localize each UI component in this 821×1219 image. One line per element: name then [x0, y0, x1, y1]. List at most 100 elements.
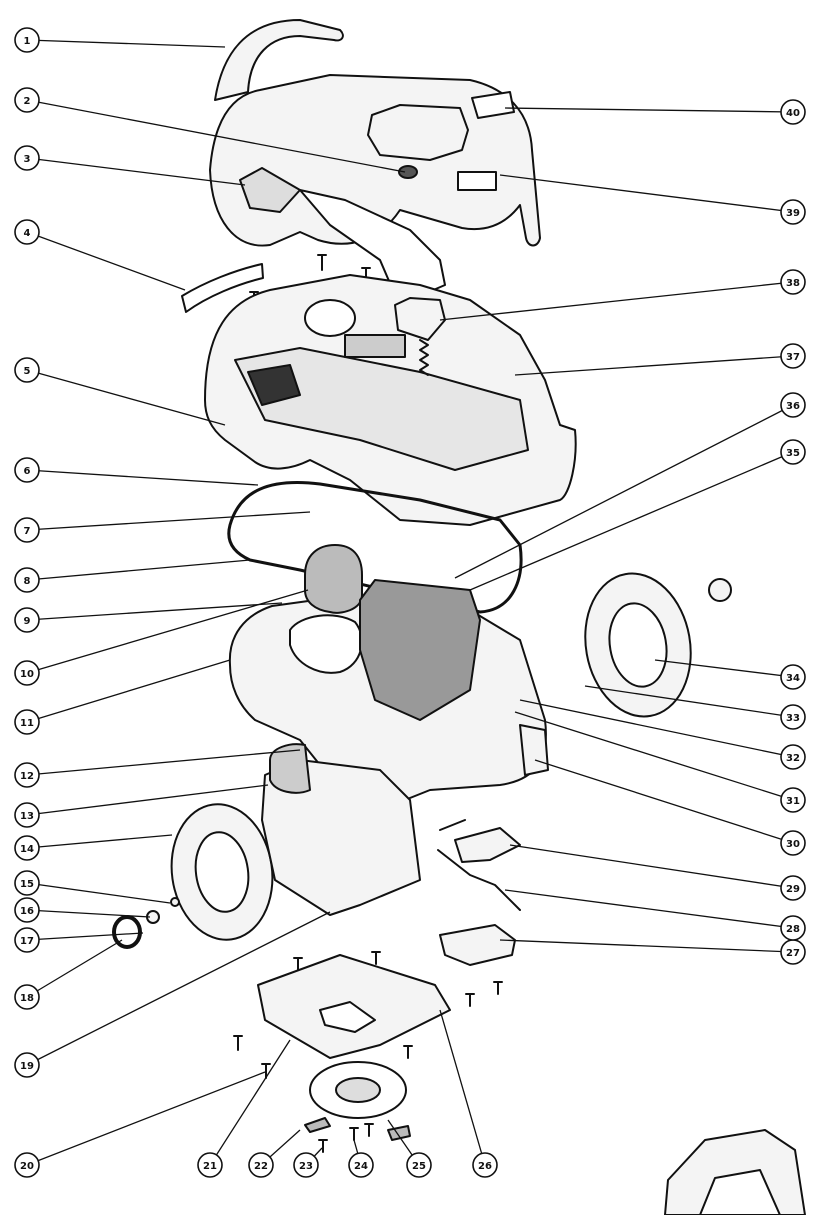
callout-number: 40: [786, 108, 800, 119]
leader-line: [504, 889, 794, 929]
callout-11: 11: [14, 709, 40, 735]
callout-number: 26: [478, 1161, 492, 1172]
callout-number: 32: [786, 753, 800, 764]
callout-number: 38: [786, 278, 800, 289]
callout-27: 27: [780, 939, 806, 965]
part-washer: [170, 897, 180, 907]
leader-line: [504, 107, 794, 113]
part-screw: [293, 957, 303, 971]
callout-number: 21: [203, 1161, 217, 1172]
callout-number: 9: [24, 616, 31, 627]
callout-circle: [14, 709, 40, 735]
part-blade: [387, 1125, 411, 1141]
leader-line: [469, 451, 794, 591]
leader-line: [519, 699, 794, 758]
callout-circle: [780, 269, 806, 295]
part-switch-spring: [419, 339, 429, 376]
callout-3: 3: [14, 145, 40, 171]
leader-line: [26, 231, 186, 291]
leader-line: [26, 602, 283, 621]
callout-21: 21: [197, 1152, 223, 1178]
callout-28: 28: [780, 915, 806, 941]
callout-number: 2: [24, 96, 31, 107]
callout-37: 37: [780, 343, 806, 369]
callout-circle: [14, 762, 40, 788]
callout-6: 6: [14, 457, 40, 483]
callout-circle: [14, 984, 40, 1010]
callout-36: 36: [780, 392, 806, 418]
part-screw: [403, 1045, 413, 1059]
callout-circle: [248, 1152, 274, 1178]
part-label-40: [471, 91, 515, 119]
leader-line: [26, 39, 226, 48]
part-seal-ring: [112, 915, 142, 949]
callout-number: 33: [786, 713, 800, 724]
callout-number: 30: [786, 839, 800, 850]
part-body-keypad: [344, 334, 406, 358]
leader-line: [439, 1009, 486, 1166]
callout-number: 27: [786, 948, 800, 959]
part-connector-cover: [439, 924, 516, 966]
callout-circle: [780, 199, 806, 225]
callout-number: 5: [24, 366, 31, 377]
part-cover-inlay: [239, 167, 301, 213]
leader-line: [26, 659, 231, 723]
callout-number: 25: [412, 1161, 426, 1172]
callout-19: 19: [14, 1052, 40, 1078]
part-sensor-holder: [454, 827, 521, 863]
callout-33: 33: [780, 704, 806, 730]
callout-circle: [780, 787, 806, 813]
leader-line: [26, 932, 144, 941]
callout-circle: [14, 897, 40, 923]
part-drive-motor: [269, 743, 311, 794]
leader-line: [26, 157, 246, 186]
leader-line: [26, 369, 226, 426]
callout-number: 16: [20, 906, 34, 917]
callout-26: 26: [472, 1152, 498, 1178]
part-drive-bracket-right: [519, 724, 549, 776]
leader-line: [499, 174, 794, 213]
part-handle: [214, 19, 344, 101]
callout-circle: [780, 744, 806, 770]
callout-number: 29: [786, 884, 800, 895]
callout-15: 15: [14, 870, 40, 896]
callout-number: 17: [20, 936, 34, 947]
callout-circle: [780, 704, 806, 730]
leader-line: [584, 685, 794, 718]
leader-lines: [26, 39, 794, 1166]
leader-line: [26, 99, 406, 173]
callout-14: 14: [14, 835, 40, 861]
leader-line: [26, 909, 151, 918]
callout-25: 25: [406, 1152, 432, 1178]
callout-number: 39: [786, 208, 800, 219]
callout-number: 6: [24, 466, 31, 477]
leader-line: [26, 511, 311, 531]
callout-circle: [14, 357, 40, 383]
callout-circle: [14, 145, 40, 171]
part-wheel-nut: [708, 578, 732, 602]
callout-number: 24: [354, 1161, 368, 1172]
leader-line: [26, 939, 123, 998]
part-blade: [304, 1117, 331, 1133]
callout-number: 13: [20, 811, 34, 822]
callout-number: 3: [24, 154, 31, 165]
callout-circle: [14, 1052, 40, 1078]
part-chassis-motor-well: [289, 614, 363, 674]
part-screw: [317, 254, 327, 271]
part-gasket: [227, 481, 523, 614]
callout-circle: [14, 870, 40, 896]
leader-line: [26, 882, 171, 904]
callout-20: 20: [14, 1152, 40, 1178]
callout-circle: [780, 664, 806, 690]
callout-circle: [780, 343, 806, 369]
part-decal-strip: [181, 263, 264, 313]
callout-12: 12: [14, 762, 40, 788]
callout-32: 32: [780, 744, 806, 770]
callout-10: 10: [14, 660, 40, 686]
callout-number: 20: [20, 1161, 34, 1172]
callout-number: 28: [786, 924, 800, 935]
callout-circle: [14, 27, 40, 53]
callout-number: 8: [24, 576, 31, 587]
callout-number: 4: [24, 228, 31, 239]
part-screw: [349, 1127, 359, 1141]
